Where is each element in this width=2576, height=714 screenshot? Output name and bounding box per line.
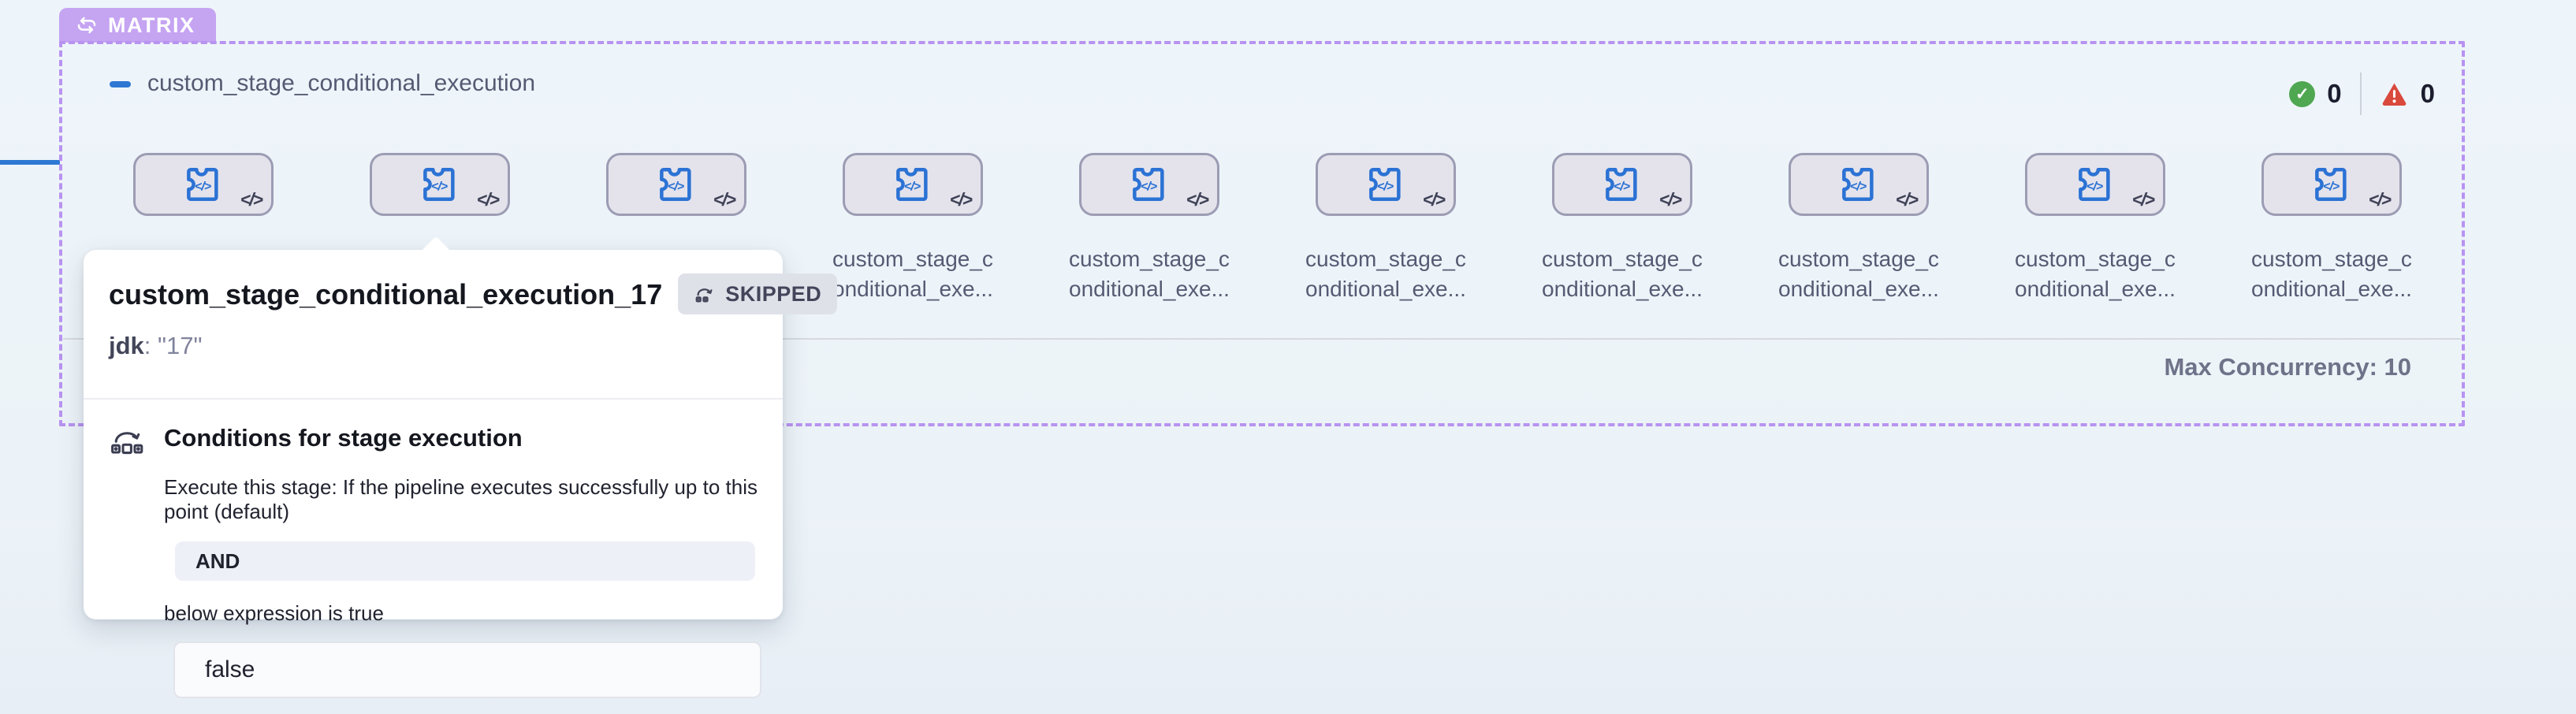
conditions-sub-label: below expression is true bbox=[164, 601, 384, 625]
conditional-execution-icon bbox=[111, 432, 143, 455]
failed-count: 0 bbox=[2420, 79, 2435, 108]
svg-text:</>: </> bbox=[668, 180, 684, 193]
code-step-icon: </> bbox=[949, 189, 973, 210]
svg-text:</>: </> bbox=[1141, 180, 1157, 193]
custom-stage-puzzle-icon: </> bbox=[2079, 168, 2110, 201]
code-step-icon: </> bbox=[2131, 189, 2155, 210]
svg-text:</>: </> bbox=[431, 180, 448, 193]
custom-stage-puzzle-icon: </> bbox=[1369, 168, 1401, 201]
counts-divider bbox=[2359, 73, 2362, 115]
stage-cell: </> </> custom_stage_c onditional_exe... bbox=[1305, 153, 1466, 301]
custom-stage-puzzle-icon: </> bbox=[1842, 168, 1874, 201]
stage-card[interactable]: </> </> bbox=[1079, 153, 1219, 216]
collapse-group-button[interactable] bbox=[110, 81, 131, 87]
status-badge: SKIPPED bbox=[678, 273, 838, 314]
custom-stage-puzzle-icon: </> bbox=[896, 168, 928, 201]
stage-label[interactable]: custom_stage_c onditional_exe... bbox=[832, 247, 993, 301]
code-step-icon: </> bbox=[713, 189, 736, 210]
custom-stage-puzzle-icon: </> bbox=[423, 168, 455, 201]
code-step-icon: </> bbox=[476, 189, 500, 210]
max-concurrency-label: Max Concurrency: 10 bbox=[2164, 353, 2411, 381]
stage-label[interactable]: custom_stage_c onditional_exe... bbox=[1542, 247, 1703, 301]
code-step-icon: </> bbox=[240, 189, 263, 210]
stage-label[interactable]: custom_stage_c onditional_exe... bbox=[2251, 247, 2412, 301]
expression-value: false bbox=[205, 656, 255, 682]
stage-card[interactable]: </> </> bbox=[2025, 153, 2165, 216]
svg-text:</>: </> bbox=[904, 180, 921, 193]
pipeline-connector-line bbox=[0, 160, 60, 165]
success-count: 0 bbox=[2327, 79, 2342, 108]
custom-stage-puzzle-icon: </> bbox=[1133, 168, 1164, 201]
variable-value: : "17" bbox=[143, 332, 203, 359]
svg-text:</>: </> bbox=[1614, 180, 1630, 193]
stage-card[interactable]: </> </> bbox=[2261, 153, 2402, 216]
stage-card[interactable]: </> </> bbox=[843, 153, 983, 216]
stage-details-popover: custom_stage_conditional_execution_17 SK… bbox=[84, 250, 838, 698]
conditions-description: Execute this stage: If the pipeline exec… bbox=[164, 475, 758, 523]
operator-label: AND bbox=[195, 549, 240, 573]
custom-stage-puzzle-icon: </> bbox=[2315, 168, 2347, 201]
stage-status-counts: ✓ 0 0 bbox=[2289, 73, 2435, 115]
stage-card[interactable]: </> </> bbox=[133, 153, 274, 216]
stage-card[interactable]: </> </> bbox=[1552, 153, 1692, 216]
expression-input[interactable]: false bbox=[173, 641, 761, 698]
stage-card[interactable]: </> </> bbox=[370, 153, 510, 216]
svg-text:</>: </> bbox=[195, 180, 211, 193]
stage-cell: </> </> custom_stage_c onditional_exe... bbox=[2251, 153, 2412, 301]
svg-text:</>: </> bbox=[2086, 180, 2103, 193]
stage-cell: </> </> custom_stage_c onditional_exe... bbox=[370, 153, 510, 216]
matrix-badge[interactable]: MATRIX bbox=[59, 8, 216, 43]
stage-cell: </> </> custom_stage_c onditional_exe... bbox=[832, 153, 993, 301]
operator-bar: AND bbox=[175, 541, 755, 581]
status-badge-label: SKIPPED bbox=[725, 281, 822, 306]
loop-icon bbox=[77, 17, 96, 34]
stage-cell: </> </> custom_stage_c onditional_exe... bbox=[1778, 153, 1939, 301]
stage-cell: </> </> custom_stage_c onditional_exe... bbox=[2015, 153, 2176, 301]
code-step-icon: </> bbox=[1895, 189, 1919, 210]
popover-divider bbox=[84, 398, 783, 400]
stage-row: </> </> custom_stage_c onditional_exe...… bbox=[133, 153, 2412, 301]
custom-stage-puzzle-icon: </> bbox=[660, 168, 691, 201]
stage-label[interactable]: custom_stage_c onditional_exe... bbox=[1305, 247, 1466, 301]
code-step-icon: </> bbox=[1422, 189, 1446, 210]
svg-text:</>: </> bbox=[2323, 180, 2340, 193]
stage-card[interactable]: </> </> bbox=[1789, 153, 1929, 216]
matrix-badge-label: MATRIX bbox=[108, 13, 195, 37]
stage-cell: </> </> custom_stage_c onditional_exe... bbox=[606, 153, 746, 216]
stage-cell: </> </> custom_stage_c onditional_exe... bbox=[133, 153, 274, 216]
stage-card[interactable]: </> </> bbox=[606, 153, 746, 216]
stage-variable: jdk: "17" bbox=[109, 332, 758, 360]
matrix-group-title: custom_stage_conditional_execution bbox=[147, 70, 535, 96]
stage-card[interactable]: </> </> bbox=[1316, 153, 1456, 216]
success-count-icon: ✓ bbox=[2289, 80, 2316, 107]
skip-icon bbox=[695, 288, 713, 303]
code-step-icon: </> bbox=[1658, 189, 1682, 210]
custom-stage-puzzle-icon: </> bbox=[187, 168, 218, 201]
popover-stage-title: custom_stage_conditional_execution_17 bbox=[109, 278, 663, 311]
stage-label[interactable]: custom_stage_c onditional_exe... bbox=[2015, 247, 2176, 301]
svg-text:</>: </> bbox=[1850, 180, 1867, 193]
code-step-icon: </> bbox=[1186, 189, 1209, 210]
stage-label[interactable]: custom_stage_c onditional_exe... bbox=[1778, 247, 1939, 301]
stage-cell: </> </> custom_stage_c onditional_exe... bbox=[1542, 153, 1703, 301]
stage-cell: </> </> custom_stage_c onditional_exe... bbox=[1069, 153, 1230, 301]
failed-count-icon bbox=[2380, 80, 2409, 107]
stage-label[interactable]: custom_stage_c onditional_exe... bbox=[1069, 247, 1230, 301]
matrix-footer-divider bbox=[63, 338, 2461, 340]
svg-text:</>: </> bbox=[1377, 180, 1394, 193]
matrix-group-container: custom_stage_conditional_execution ✓ 0 0… bbox=[59, 41, 2465, 426]
variable-name: jdk bbox=[109, 332, 144, 359]
conditions-heading: Conditions for stage execution bbox=[164, 424, 523, 452]
code-step-icon: </> bbox=[2368, 189, 2392, 210]
custom-stage-puzzle-icon: </> bbox=[1606, 168, 1637, 201]
